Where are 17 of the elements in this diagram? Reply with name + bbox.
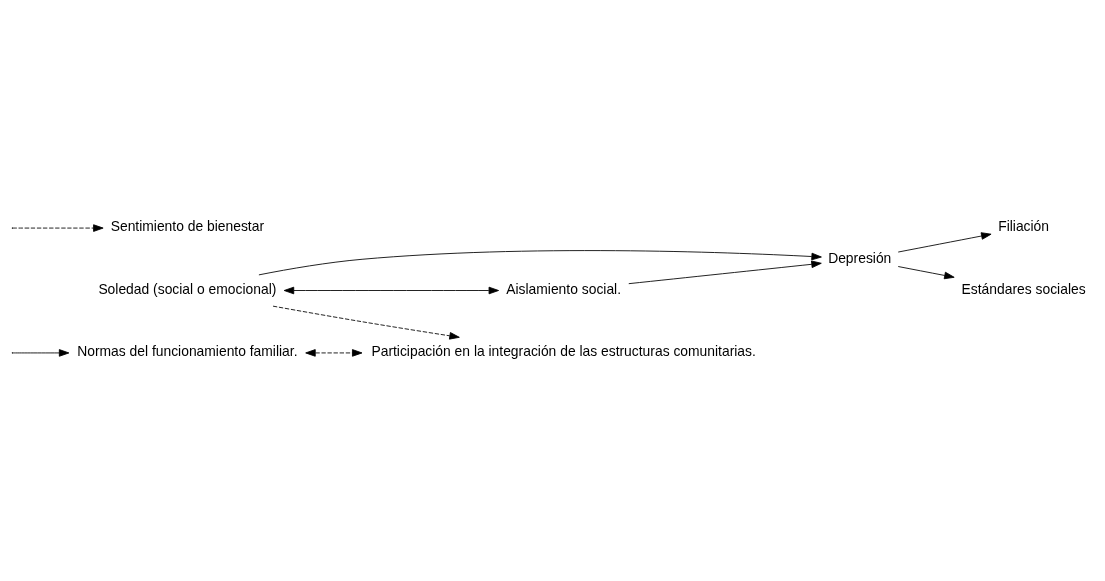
node-text: Soledad (social o emocional) xyxy=(98,280,277,297)
node-text: Participación en la integración de las estructuras comunitarias. xyxy=(371,343,756,360)
node-text: Filiación xyxy=(998,218,1050,235)
arrow xyxy=(272,305,460,340)
node-text: Estándares sociales xyxy=(961,280,1086,297)
node-text: Sentimiento de bienestar xyxy=(110,218,265,235)
arrow xyxy=(12,224,104,232)
arrow xyxy=(897,266,955,280)
arrow xyxy=(897,232,992,253)
node-text: Aislamiento social. xyxy=(506,280,622,297)
node-text: Depresión xyxy=(828,249,892,266)
arrow xyxy=(628,260,822,285)
node-text: Normas del funcionamiento familiar. xyxy=(77,343,298,360)
arrow xyxy=(12,349,70,357)
arrow xyxy=(258,250,822,276)
arrow xyxy=(305,349,363,357)
arrow xyxy=(283,286,499,295)
